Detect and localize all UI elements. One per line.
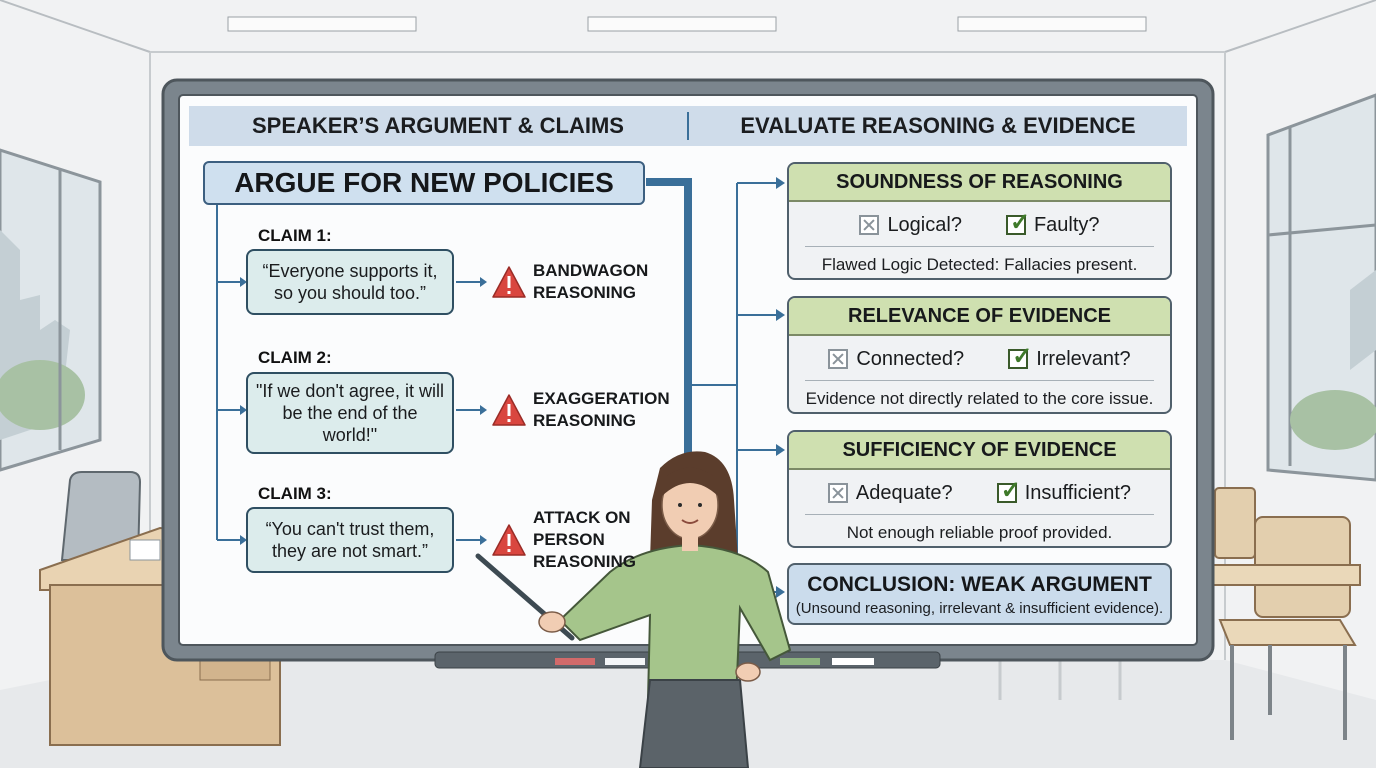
claim-label: CLAIM 3: — [258, 484, 332, 503]
warning-triangle-icon — [492, 524, 526, 556]
main-claim-box: ARGUE FOR NEW POLICIES — [203, 161, 645, 205]
left-window — [0, 148, 102, 472]
ceiling-light — [587, 16, 777, 32]
evaluation-note: Flawed Logic Detected: Fallacies present… — [821, 255, 1138, 274]
evaluation-card-sufficiency: SUFFICIENCY OF EVIDENCE Adequate? ✓Insuf… — [787, 430, 1172, 548]
ceiling-light — [957, 16, 1147, 32]
card-title: SUFFICIENCY OF EVIDENCE — [789, 432, 1170, 470]
teacher-figure — [475, 451, 792, 768]
check-box-icon: ✓ — [1008, 343, 1032, 370]
evaluation-note: Not enough reliable proof provided. — [846, 523, 1113, 542]
option-label: Insufficient? — [1024, 481, 1132, 504]
claim-label: CLAIM 1: — [258, 226, 332, 245]
fallacy-label: EXAGGERATION REASONING — [533, 389, 670, 430]
option-label: Irrelevant? — [1036, 347, 1131, 370]
right-window — [1266, 93, 1376, 482]
ceiling-light — [227, 16, 417, 32]
fallacy-label: BANDWAGON REASONING — [533, 261, 649, 302]
warning-triangle-icon — [492, 394, 526, 426]
option-label: Logical? — [887, 213, 962, 236]
evaluation-card-soundness: SOUNDNESS OF REASONING Logical? ✓Faulty?… — [787, 162, 1172, 280]
option-label: Connected? — [856, 347, 965, 370]
x-box-icon — [859, 215, 880, 235]
option-label: Adequate? — [855, 481, 953, 504]
main-connector — [646, 178, 692, 470]
warning-triangle-icon — [492, 266, 526, 298]
right-header: EVALUATE REASONING & EVIDENCE — [740, 113, 1136, 138]
speech-bubble: "If we don't agree, it will be the end o… — [246, 372, 454, 454]
option-label: Faulty? — [1033, 213, 1100, 236]
x-box-icon — [827, 483, 848, 503]
card-title: RELEVANCE OF EVIDENCE — [789, 298, 1170, 336]
x-box-icon — [828, 349, 849, 369]
conclusion-title: CONCLUSION: WEAK ARGUMENT — [807, 573, 1152, 596]
check-box-icon: ✓ — [996, 477, 1021, 504]
speech-bubble: “You can't trust them, they are not smar… — [246, 507, 454, 573]
conclusion-detail: (Unsound reasoning, irrelevant & insuffi… — [795, 600, 1164, 617]
check-box-icon: ✓ — [1005, 209, 1030, 236]
claim-label: CLAIM 2: — [258, 348, 332, 367]
speech-bubble: “Everyone supports it, so you should too… — [246, 249, 454, 315]
fallacy-label: ATTACK ON PERSON REASONING — [533, 508, 636, 571]
evaluation-card-relevance: RELEVANCE OF EVIDENCE Connected? ✓Irrele… — [787, 296, 1172, 414]
student-desks — [998, 487, 1361, 740]
card-title: SOUNDNESS OF REASONING — [789, 164, 1170, 202]
left-header: SPEAKER’S ARGUMENT & CLAIMS — [252, 113, 624, 138]
evaluation-note: Evidence not directly related to the cor… — [805, 389, 1154, 408]
conclusion-box: CONCLUSION: WEAK ARGUMENT (Unsound reaso… — [787, 563, 1172, 625]
